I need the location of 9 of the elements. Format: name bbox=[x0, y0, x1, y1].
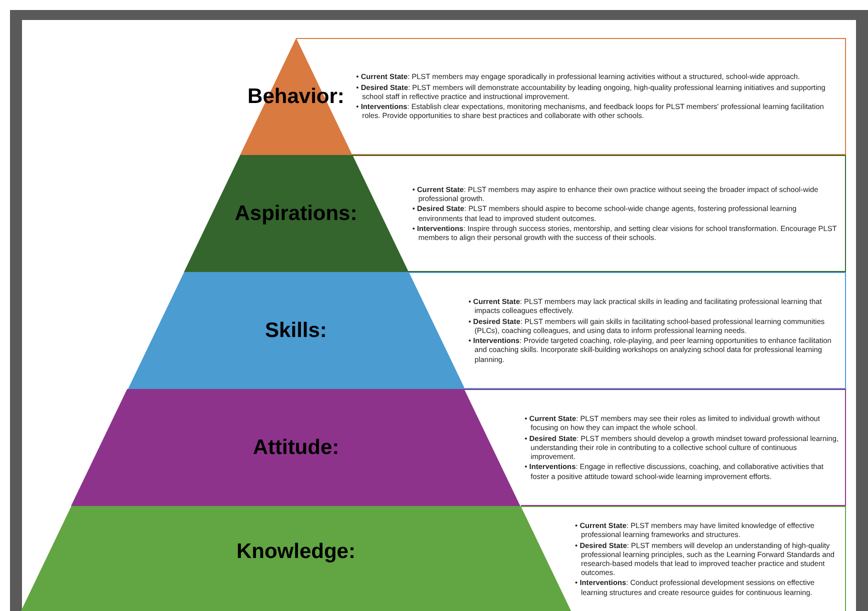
text-box bbox=[520, 389, 846, 506]
tier-label: Aspirations: bbox=[234, 200, 358, 227]
tier-label: Knowledge: bbox=[236, 538, 356, 565]
text-box bbox=[464, 272, 846, 389]
tier-label: Skills: bbox=[265, 318, 327, 344]
text-box bbox=[571, 506, 846, 611]
text-box bbox=[352, 38, 846, 155]
tier-label: Attitude: bbox=[252, 434, 340, 461]
text-box bbox=[408, 155, 846, 272]
